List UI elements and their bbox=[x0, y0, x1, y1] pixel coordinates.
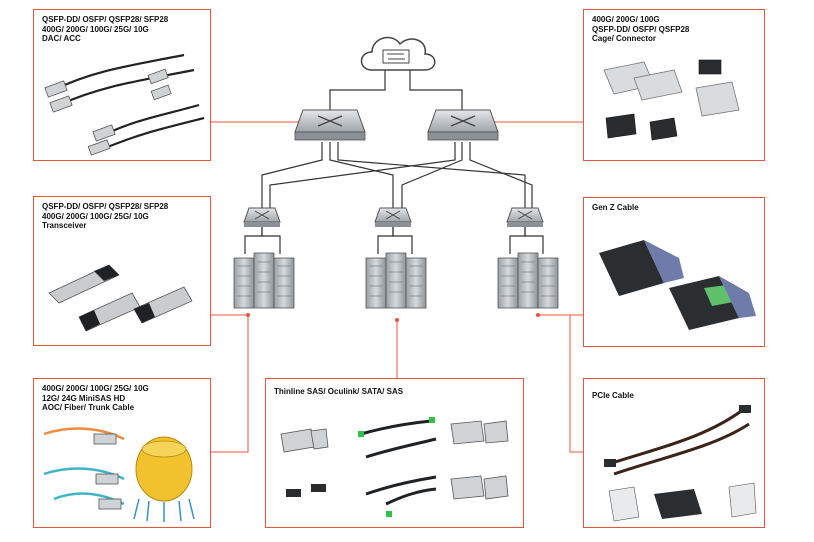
title-line: AOC/ Fiber/ Trunk Cable bbox=[42, 403, 135, 412]
transceiver-panel: QSFP-DD/ OSFP/ QSFP28/ SFP28 400G/ 200G/… bbox=[33, 196, 211, 346]
title-line: Transceiver bbox=[42, 221, 87, 230]
title-line: QSFP-DD/ OSFP/ QSFP28 bbox=[592, 24, 690, 34]
server-rack-icon bbox=[233, 252, 295, 309]
server-rack-icon bbox=[365, 252, 427, 309]
title-line: Gen Z Cable bbox=[592, 203, 639, 212]
title-line: 400G/ 200G/ 100G bbox=[592, 15, 660, 24]
gen-z-cable-panel: Gen Z Cable bbox=[583, 197, 765, 347]
panel-title: PCIe Cable bbox=[592, 391, 634, 401]
title-line: 400G/ 200G/ 100G/ 25G/ 10G bbox=[42, 211, 149, 221]
title-line: PCIe Cable bbox=[592, 391, 634, 400]
title-line: Cage/ Connector bbox=[592, 34, 657, 43]
cage-product-image bbox=[603, 59, 740, 141]
aoc-product-image bbox=[43, 427, 195, 522]
cable-product-image bbox=[44, 53, 205, 156]
title-line: Thinline SAS/ Oculink/ SATA/ SAS bbox=[274, 387, 404, 396]
panel-title: QSFP-DD/ OSFP/ QSFP28/ SFP28 400G/ 200G/… bbox=[42, 15, 168, 44]
panel-title: Thinline SAS/ Oculink/ SATA/ SAS bbox=[274, 387, 403, 397]
sas-product-image bbox=[280, 417, 509, 517]
cloud-icon bbox=[360, 36, 436, 71]
cage-connector-panel: 400G/ 200G/ 100G QSFP-DD/ OSFP/ QSFP28 C… bbox=[583, 9, 765, 161]
dac-acc-panel: QSFP-DD/ OSFP/ QSFP28/ SFP28 400G/ 200G/… bbox=[33, 9, 211, 161]
switch-icon bbox=[506, 207, 544, 227]
sas-panel: Thinline SAS/ Oculink/ SATA/ SAS bbox=[265, 378, 524, 528]
title-line: QSFP-DD/ OSFP/ QSFP28/ SFP28 bbox=[42, 202, 169, 211]
panel-title: QSFP-DD/ OSFP/ QSFP28/ SFP28 400G/ 200G/… bbox=[42, 202, 168, 231]
title-line: QSFP-DD/ OSFP/ QSFP28/ SFP28 bbox=[42, 15, 169, 24]
switch-icon bbox=[243, 207, 281, 227]
panel-title: 400G/ 200G/ 100G QSFP-DD/ OSFP/ QSFP28 C… bbox=[592, 15, 689, 44]
title-line: 400G/ 200G/ 100G/ 25G/ 10G bbox=[42, 24, 149, 34]
pcie-product-image bbox=[604, 405, 757, 522]
panel-title: Gen Z Cable bbox=[592, 203, 639, 213]
aoc-fiber-panel: 400G/ 200G/ 100G/ 25G/ 10G 12G/ 24G Mini… bbox=[33, 378, 211, 528]
switch-icon bbox=[427, 109, 499, 141]
topology-lines bbox=[244, 70, 544, 254]
switch-icon bbox=[374, 207, 412, 227]
transceiver-product-image bbox=[48, 264, 193, 332]
switch-icon bbox=[294, 109, 366, 141]
title-line: 12G/ 24G MiniSAS HD bbox=[42, 393, 126, 403]
genz-product-image bbox=[599, 240, 756, 330]
panel-title: 400G/ 200G/ 100G/ 25G/ 10G 12G/ 24G Mini… bbox=[42, 384, 149, 413]
red-connector-lines bbox=[211, 121, 583, 453]
server-rack-icon bbox=[497, 252, 559, 309]
title-line: 400G/ 200G/ 100G/ 25G/ 10G bbox=[42, 384, 149, 393]
pcie-cable-panel: PCIe Cable bbox=[583, 378, 765, 528]
title-line: DAC/ ACC bbox=[42, 34, 81, 43]
